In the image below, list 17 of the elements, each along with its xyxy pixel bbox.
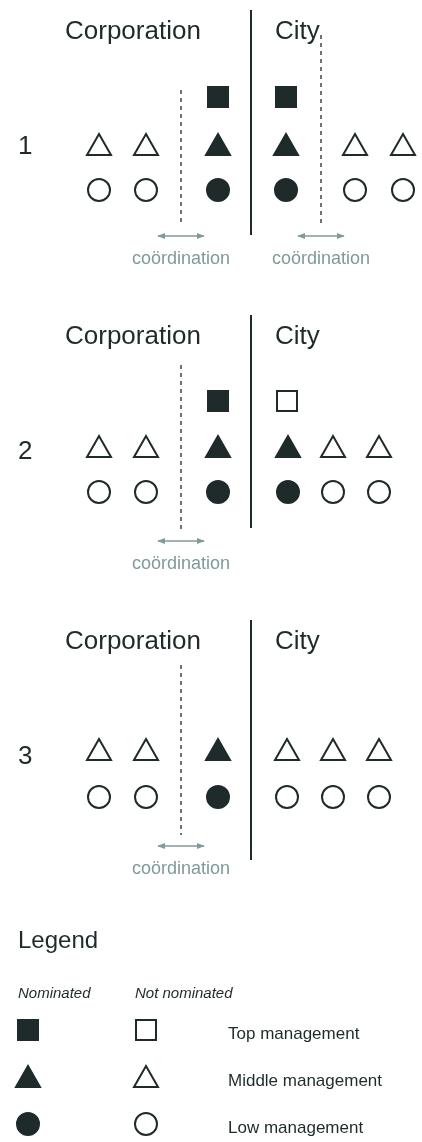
legend-label: Low management xyxy=(228,1118,364,1136)
scenario-number: 2 xyxy=(18,437,33,463)
column-heading: Corporation xyxy=(65,17,201,43)
column-heading: City xyxy=(275,627,320,653)
legend-title: Legend xyxy=(18,928,99,952)
arrow-label: coördination xyxy=(130,859,232,877)
column-heading: Not nominated xyxy=(135,984,233,1000)
column-heading: Corporation xyxy=(65,627,201,653)
scenario-number: 3 xyxy=(18,742,33,768)
column-heading: Corporation xyxy=(65,322,201,348)
arrow-label: coördination xyxy=(130,554,232,572)
column-heading: Nominated xyxy=(18,984,91,1000)
column-heading: City xyxy=(275,322,320,348)
scenario-number: 1 xyxy=(18,132,33,158)
legend-label: Middle management xyxy=(228,1071,383,1089)
legend-label: Top management xyxy=(228,1024,360,1042)
column-heading: City xyxy=(275,17,320,43)
